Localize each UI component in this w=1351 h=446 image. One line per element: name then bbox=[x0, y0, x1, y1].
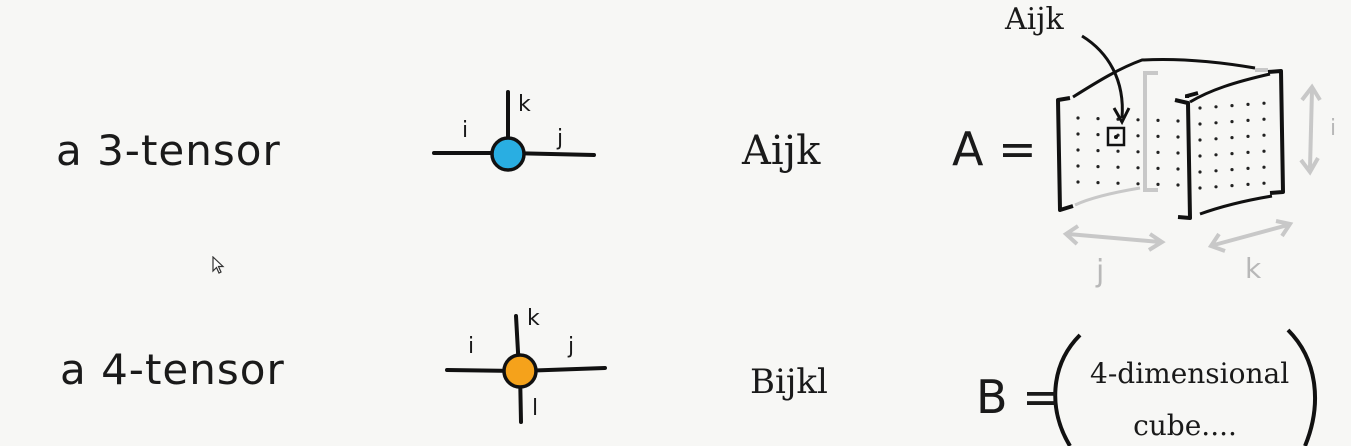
cube-dot bbox=[1198, 170, 1202, 174]
cube-array-drawing bbox=[1056, 34, 1322, 253]
cube-front-left-bracket bbox=[1056, 96, 1074, 212]
row1-equation-lhs: A = bbox=[952, 122, 1037, 176]
cube-front-dots bbox=[1076, 116, 1180, 187]
cube-dot bbox=[1262, 181, 1266, 185]
tensor3-leg-k-label: k bbox=[518, 92, 531, 117]
cube-dot bbox=[1230, 136, 1234, 140]
cube-dot bbox=[1136, 118, 1140, 122]
cube-dot bbox=[1076, 116, 1080, 120]
cube-dot bbox=[1262, 133, 1266, 137]
cube-dot bbox=[1176, 151, 1180, 155]
cube-dot bbox=[1096, 117, 1100, 121]
cube-dot bbox=[1176, 119, 1180, 123]
cube-dot bbox=[1198, 106, 1202, 110]
cube-dot bbox=[1246, 182, 1250, 186]
cube-label-arrow bbox=[1081, 34, 1124, 119]
cube-dot bbox=[1116, 149, 1120, 153]
cube-dot bbox=[1198, 154, 1202, 158]
cube-dot bbox=[1156, 134, 1160, 138]
cube-dot bbox=[1214, 121, 1218, 125]
cube-dot bbox=[1116, 181, 1120, 185]
cube-dot bbox=[1246, 118, 1250, 122]
tensor4-leg-k-label: k bbox=[527, 306, 540, 331]
cube-dot bbox=[1230, 152, 1234, 156]
cube-axis-k-label: k bbox=[1245, 252, 1262, 285]
row1-label: a 3-tensor bbox=[56, 126, 281, 175]
cube-dot bbox=[1246, 166, 1250, 170]
cube-dot bbox=[1198, 138, 1202, 142]
cube-axis-j-label: j bbox=[1096, 254, 1105, 289]
tensor3-node-diagram bbox=[432, 90, 596, 172]
b-description-line2: cube.... bbox=[1133, 409, 1237, 442]
cube-dot bbox=[1262, 165, 1266, 169]
tensor4-leg-j-label: j bbox=[568, 334, 575, 359]
cube-dot bbox=[1136, 150, 1140, 154]
cube-dot bbox=[1246, 150, 1250, 154]
cube-dot bbox=[1156, 150, 1160, 154]
cube-dot bbox=[1230, 120, 1234, 124]
cube-axis-j-arrow bbox=[1062, 224, 1166, 252]
cube-dot bbox=[1214, 137, 1218, 141]
cube-dot bbox=[1230, 168, 1234, 172]
tensor4-leg-i-label: i bbox=[468, 334, 475, 359]
cube-front-right-bracket bbox=[1174, 98, 1192, 220]
b-description-line1: 4-dimensional bbox=[1090, 357, 1290, 390]
cube-dot bbox=[1156, 182, 1160, 186]
cube-dot bbox=[1076, 148, 1080, 152]
cube-dot bbox=[1176, 167, 1180, 171]
cube-dot bbox=[1246, 102, 1250, 106]
cube-dot bbox=[1156, 166, 1160, 170]
cube-axis-i-arrow bbox=[1299, 83, 1322, 176]
tensor3-leg-i-label: i bbox=[462, 118, 469, 143]
cube-dot bbox=[1214, 153, 1218, 157]
cube-dot bbox=[1176, 135, 1180, 139]
cube-axis-k-arrow bbox=[1207, 219, 1294, 253]
cube-dot bbox=[1262, 117, 1266, 121]
cube-dot bbox=[1096, 149, 1100, 153]
cube-axis-i-label: i bbox=[1330, 116, 1337, 141]
cube-dot bbox=[1230, 104, 1234, 108]
cube-dot bbox=[1156, 118, 1160, 122]
cube-dot bbox=[1230, 184, 1234, 188]
cube-dot bbox=[1176, 183, 1180, 187]
cube-selected-entry bbox=[1106, 126, 1126, 147]
cube-dot bbox=[1076, 180, 1080, 184]
cube-dot bbox=[1198, 122, 1202, 126]
cube-dot bbox=[1076, 164, 1080, 168]
tensor4-leg-l-label: l bbox=[532, 396, 539, 421]
cube-dot bbox=[1214, 169, 1218, 173]
b-parentheses bbox=[1053, 328, 1317, 446]
cube-dot bbox=[1116, 165, 1120, 169]
cube-dot bbox=[1214, 185, 1218, 189]
cube-side-dots bbox=[1198, 101, 1266, 190]
cube-dot bbox=[1076, 132, 1080, 136]
cube-dot bbox=[1246, 134, 1250, 138]
row2-equation-lhs: B = bbox=[976, 370, 1061, 424]
cube-dot bbox=[1096, 181, 1100, 185]
cube-dot bbox=[1214, 105, 1218, 109]
tensor4-node bbox=[502, 353, 538, 389]
tensor4-node-diagram bbox=[445, 314, 607, 424]
cube-side-right-bracket bbox=[1267, 69, 1285, 195]
row2-label: a 4-tensor bbox=[60, 345, 285, 394]
tensor3-leg-j-label: j bbox=[557, 126, 564, 151]
cube-dot bbox=[1136, 166, 1140, 170]
cube-dot bbox=[1096, 165, 1100, 169]
cube-dot bbox=[1262, 101, 1266, 105]
mouse-cursor-icon bbox=[212, 256, 225, 274]
cube-dot bbox=[1096, 133, 1100, 137]
cube-side-left-bracket bbox=[1185, 91, 1199, 98]
cube-top-edge bbox=[1072, 57, 1256, 99]
row2-notation: Bijkl bbox=[750, 362, 828, 402]
tensor3-node bbox=[490, 136, 526, 172]
cube-dot bbox=[1136, 134, 1140, 138]
cube-entry-label: Aijk bbox=[1005, 2, 1064, 37]
cube-dot bbox=[1198, 186, 1202, 190]
cube-dot bbox=[1136, 182, 1140, 186]
cube-back-bracket bbox=[1143, 71, 1158, 192]
row1-notation: Aijk bbox=[742, 128, 821, 174]
cube-dot bbox=[1262, 149, 1266, 153]
